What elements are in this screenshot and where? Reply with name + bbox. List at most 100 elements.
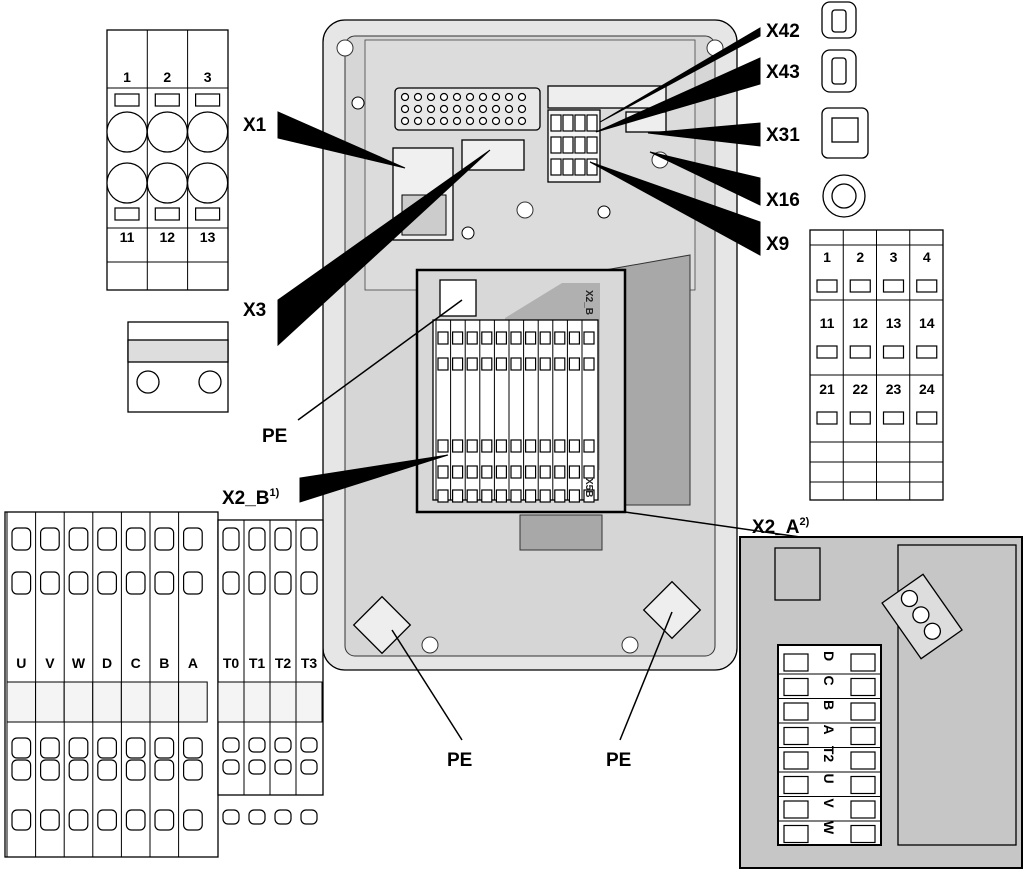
marker (916, 279, 938, 293)
x9-pin (550, 136, 562, 154)
screw-hole (106, 162, 148, 204)
terminal-clamp (183, 527, 203, 551)
x2-b-terminal-label: W (72, 655, 86, 671)
terminal-clamp (39, 759, 60, 781)
terminal-clamp (97, 737, 118, 759)
x9-pin (586, 136, 598, 154)
marker (816, 345, 838, 359)
marker-strip (35, 681, 65, 723)
terminal-clamp (437, 357, 449, 371)
terminal-clamp (481, 357, 493, 371)
screw-hole (146, 111, 188, 153)
terminal-clamp (437, 489, 449, 503)
terminal-clamp (300, 759, 318, 775)
terminal-clamp (437, 465, 449, 479)
right-terminal-number: 21 (819, 381, 835, 397)
terminal-clamp (125, 809, 146, 831)
terminal-clamp (554, 439, 566, 453)
x16-label: X16 (766, 190, 800, 211)
terminal-clamp (568, 489, 581, 503)
terminal-clamp (68, 809, 89, 831)
x3-plug-detail (127, 321, 229, 413)
terminal-clamp (539, 331, 551, 345)
right-terminal-number: 2 (856, 249, 864, 265)
marker-strip (120, 681, 151, 723)
terminal-clamp (154, 737, 175, 759)
pe-center-pointer (297, 299, 463, 421)
terminal-clamp (850, 751, 876, 770)
terminal-clamp (452, 465, 464, 479)
terminal-clamp (495, 489, 507, 503)
x2-b-terminal-label: T3 (301, 655, 318, 671)
terminal-clamp (437, 331, 449, 345)
terminal-clamp (222, 737, 240, 753)
terminal-clamp (154, 571, 175, 595)
terminal-clamp (495, 331, 507, 345)
screw-hole (106, 111, 148, 153)
pin (400, 104, 410, 114)
terminal-clamp (248, 527, 266, 551)
marker (849, 411, 871, 425)
x2-b-terminal-label: A (188, 655, 198, 671)
pin (517, 92, 527, 102)
pin (478, 92, 488, 102)
terminal-clamp (452, 357, 464, 371)
marker (816, 279, 838, 293)
right-terminal-number: 11 (820, 315, 835, 331)
terminal-clamp (850, 824, 876, 844)
x1-bottom-number: 12 (160, 229, 176, 245)
terminal-clamp (183, 809, 203, 831)
terminal-clamp (300, 737, 318, 753)
pin (504, 116, 514, 126)
x2-a-terminal-label: W (821, 821, 837, 835)
terminal-clamp (568, 331, 581, 345)
x31-pointer (647, 122, 761, 147)
terminal-clamp (437, 439, 449, 453)
marker-strip (63, 681, 94, 723)
pin (413, 104, 423, 114)
x2-b-small-label: X2_B (583, 290, 594, 315)
x2-a-terminal-label: V (821, 798, 837, 808)
terminal-clamp (300, 571, 318, 595)
pin (465, 92, 475, 102)
terminal-clamp (248, 759, 266, 775)
terminal-clamp (554, 357, 566, 371)
terminal-clamp (300, 527, 318, 551)
marker-strip (149, 681, 180, 723)
x2-b-terminal-label: D (102, 655, 112, 671)
x9-pin (562, 136, 574, 154)
terminal-clamp (183, 571, 203, 595)
pin (439, 104, 449, 114)
terminal-clamp (495, 357, 507, 371)
terminal-clamp (466, 489, 478, 503)
x9-pin (550, 158, 562, 176)
x1-top-number: 3 (204, 69, 212, 85)
pin (439, 92, 449, 102)
marker (816, 411, 838, 425)
terminal-clamp (850, 702, 876, 721)
leader-lines (277, 27, 801, 741)
terminal-clamp (583, 465, 595, 479)
terminal-clamp (568, 357, 581, 371)
terminal-clamp (11, 527, 32, 551)
terminal-clamp (222, 759, 240, 775)
x1-label: X1 (243, 115, 267, 136)
right-terminal-number: 23 (886, 381, 902, 397)
x1-top-number: 2 (163, 69, 171, 85)
terminal-clamp (524, 489, 537, 503)
terminal-clamp (222, 527, 240, 551)
terminal-clamp (183, 737, 203, 759)
terminal-clamp (568, 465, 581, 479)
terminal-clamp (248, 809, 266, 825)
terminal-clamp (222, 809, 240, 825)
pin (504, 92, 514, 102)
terminal-clamp (850, 800, 876, 819)
terminal-clamp (452, 439, 464, 453)
terminal-clamp (481, 465, 493, 479)
terminal-clamp (783, 824, 809, 844)
terminal-clamp (274, 527, 292, 551)
screw-hole (146, 162, 188, 204)
pin (491, 116, 501, 126)
terminal-clamp (495, 439, 507, 453)
